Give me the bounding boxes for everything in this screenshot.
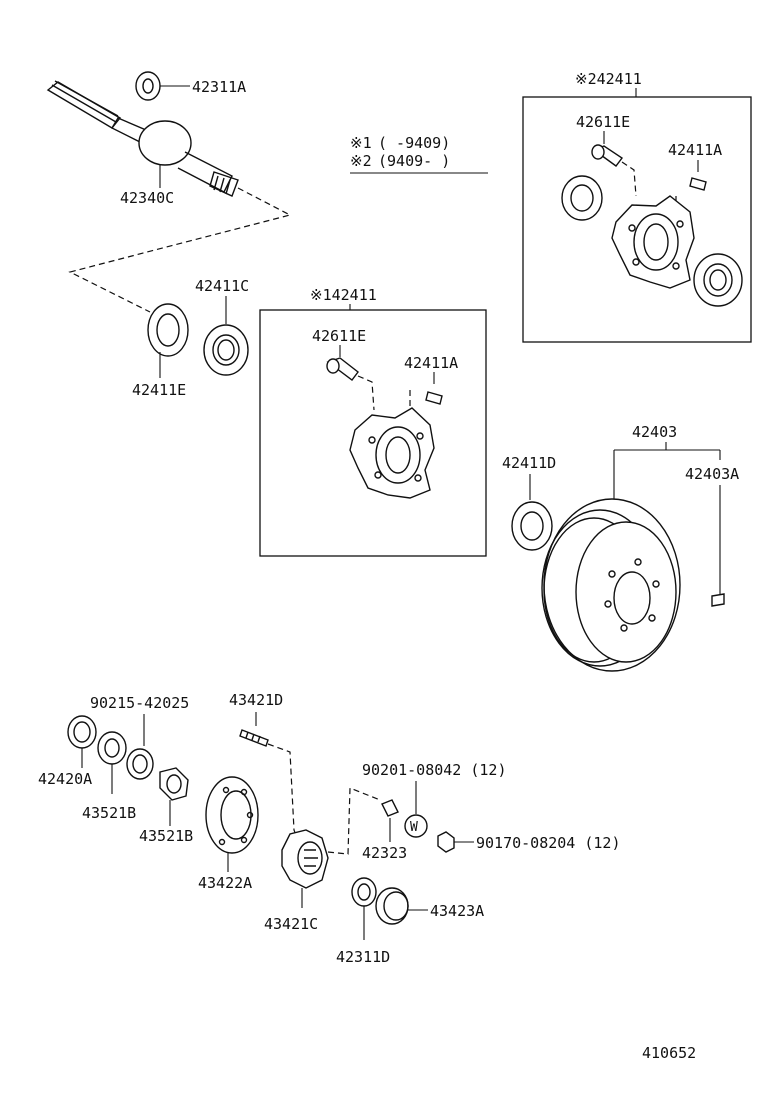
hub-bolt-42611E-g1 [326,357,359,381]
label-42411C: 42411C [195,277,249,295]
legend: ※1 ( -9409) ※2 (9409- ) [350,134,488,174]
label-42323: 42323 [362,844,407,862]
plug-42403A [711,593,725,607]
bolt-42323 [381,799,399,817]
hub-flange-g2 [611,195,695,289]
ring-42420A [67,715,97,749]
bearing-42411C [203,324,249,376]
group2-box [522,96,752,343]
nut-90170 [437,831,455,853]
label-43521B-2: 43521B [139,827,193,845]
label-90170-08204: 90170-08204 (12) [476,834,621,852]
label-43423A: 43423A [430,902,484,920]
washer-mark: W [410,820,418,835]
nut-43521B-1 [97,731,127,765]
label-42411E: 42411E [132,381,186,399]
label-42311A-top: 42311A [192,78,246,96]
pin-42411A-g2 [689,177,707,191]
label-90201-08042: 90201-08042 (12) [362,761,507,779]
label-42311D: 42311D [336,948,390,966]
group1-box [259,309,487,557]
label-43421D: 43421D [229,691,283,709]
label-42403: 42403 [632,423,677,441]
axle-shaft-42340C [46,80,239,197]
oil-seal-42411D [511,501,553,551]
label-group1-42411: ※142411 [310,286,377,304]
label-42411D: 42411D [502,454,556,472]
cap-43423A [375,887,409,925]
label-42411A-g1: 42411A [404,354,458,372]
label-42611E-g2: 42611E [576,113,630,131]
hub-bolt-42611E-g2 [591,144,624,167]
pin-42411A-g1 [425,391,443,405]
label-90215-42025: 90215-42025 [90,694,189,712]
label-43422A: 43422A [198,874,252,892]
oil-seal-42411E [147,303,189,357]
legend-text-1: ( -9409) [378,134,450,152]
bearing-g2-left [561,175,603,221]
flange-hub-43421C [281,829,329,889]
washer-90215 [126,748,154,780]
brake-drum-42403 [541,498,681,672]
label-42340C: 42340C [120,189,174,207]
label-42420A: 42420A [38,770,92,788]
hub-flange-g1 [349,407,435,499]
label-42403A: 42403A [685,465,739,483]
diagram-number: 410652 [642,1044,696,1062]
bearing-g2-right [693,253,743,307]
label-group2-42411: ※242411 [575,70,642,88]
flange-43422A [205,776,259,854]
bearing-42311A-top [135,71,161,101]
snap-ring-42311D [351,877,377,907]
legend-mark-1: ※1 [350,134,372,152]
washer-90201: W [404,814,428,838]
label-43521B-1: 43521B [82,804,136,822]
legend-mark-2: ※2 [350,152,372,170]
stud-43421D [239,729,269,747]
legend-text-2: (9409- ) [378,152,450,170]
label-42611E-g1: 42611E [312,327,366,345]
nut-43521B-2 [159,767,189,801]
label-43421C: 43421C [264,915,318,933]
label-42411A-g2: 42411A [668,141,722,159]
